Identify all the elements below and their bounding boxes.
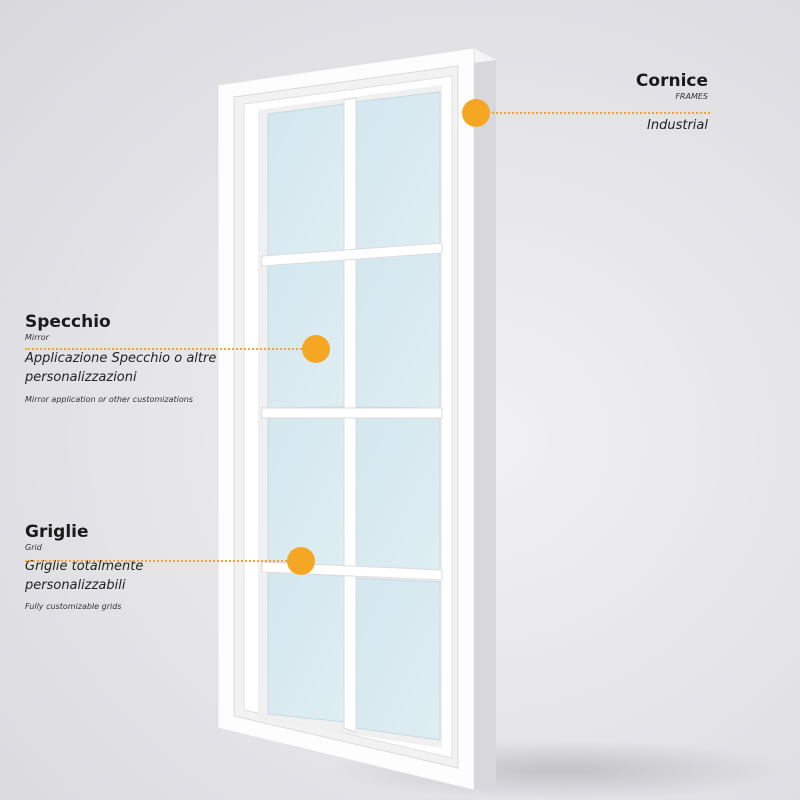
cornice-subtitle: FRAMES: [675, 92, 708, 101]
cornice-marker: [462, 99, 490, 127]
glass-panes: [267, 91, 441, 741]
specchio-label: Specchio Mirror Applicazione Specchio o …: [25, 312, 225, 405]
cornice-description: Industrial: [647, 118, 708, 133]
specchio-subtitle: Mirror: [25, 333, 49, 342]
cornice-leader-line: [488, 112, 710, 114]
specchio-description: Applicazione Specchio o altre personaliz…: [25, 351, 217, 385]
frame-side: [474, 48, 496, 790]
grid-bars: [261, 97, 443, 733]
specchio-title: Specchio: [25, 312, 111, 332]
griglie-note: Fully customizable grids: [25, 602, 122, 611]
griglie-leader-line: [25, 560, 295, 562]
griglie-subtitle: Grid: [25, 543, 42, 552]
griglie-marker: [287, 547, 315, 575]
specchio-marker: [302, 335, 330, 363]
cornice-label: Cornice FRAMES Industrial: [636, 71, 708, 135]
griglie-description: Griglie totalmente personalizzabili: [25, 559, 144, 593]
specchio-note: Mirror application or other customizatio…: [25, 395, 193, 404]
griglie-title: Griglie: [25, 522, 89, 542]
griglie-label: Griglie Grid Griglie totalmente personal…: [25, 522, 225, 612]
specchio-leader-line: [25, 348, 310, 350]
cornice-title: Cornice: [635, 71, 708, 91]
